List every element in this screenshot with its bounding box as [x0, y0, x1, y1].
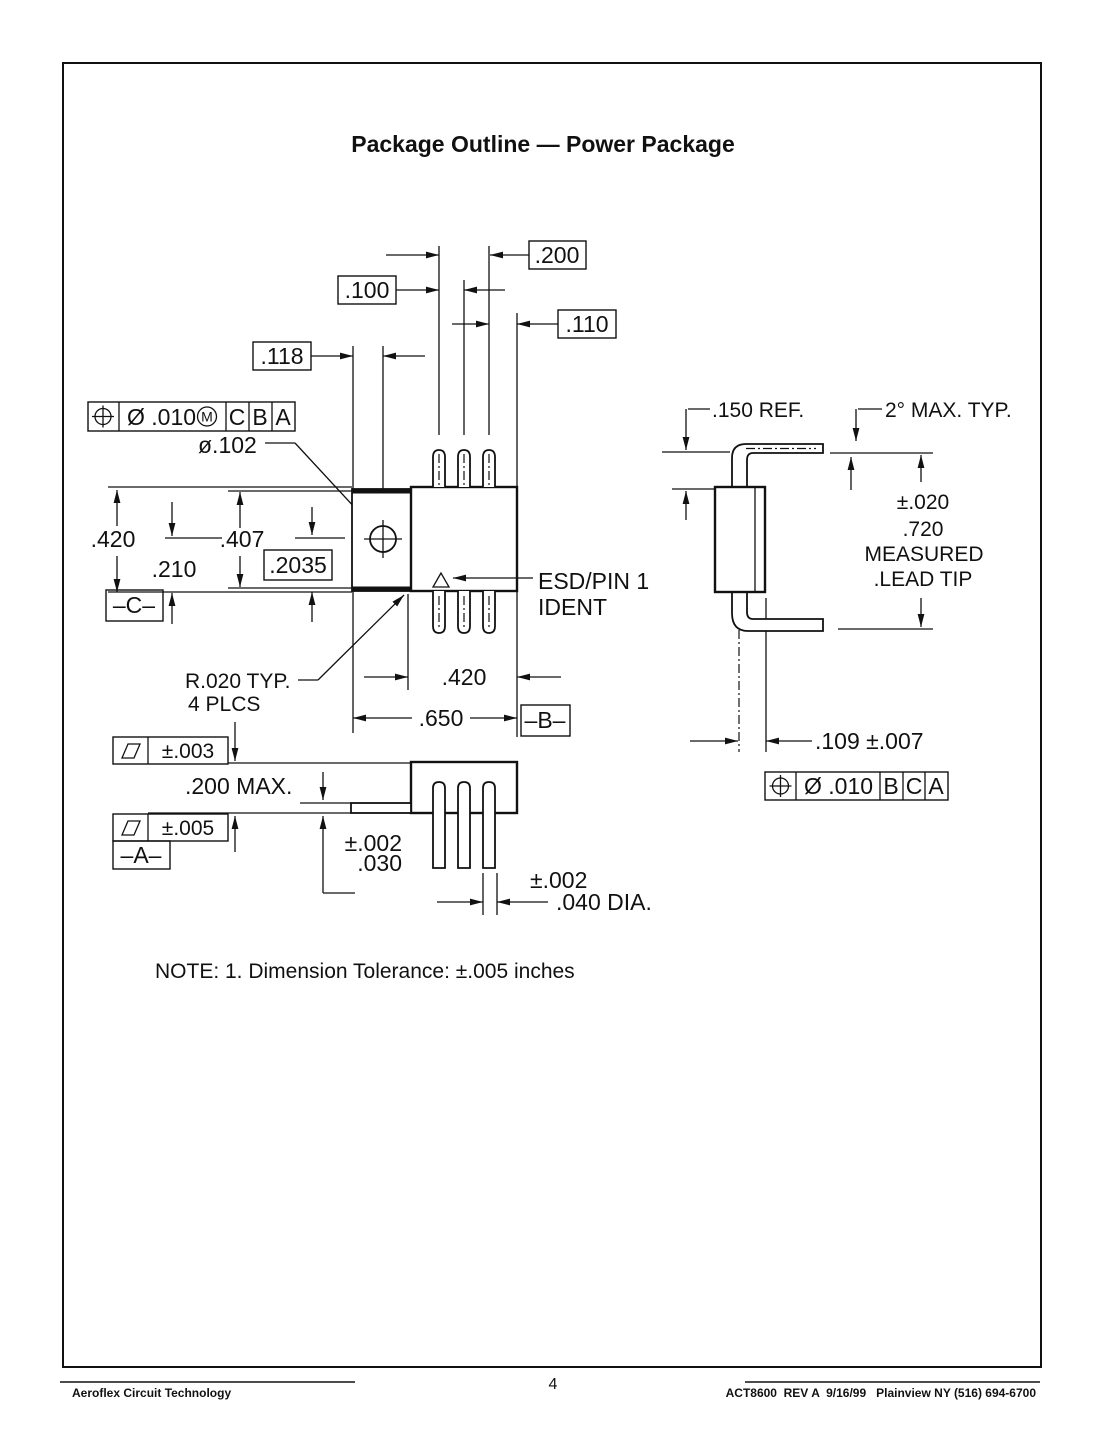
- package-body-profile: [713, 485, 767, 594]
- dim-thickness: .200 MAX.: [185, 773, 292, 799]
- dim-hole-to-base: .210: [152, 556, 197, 582]
- svg-text:±.003: ±.003: [162, 740, 214, 763]
- fcf-side-datum-3: A: [928, 773, 944, 799]
- dim-pin-dia: .040 DIA.: [556, 889, 652, 915]
- flatness-frame-top: ±.003: [112, 736, 229, 765]
- flatness-icon: [121, 743, 141, 759]
- page-border: [62, 62, 1042, 1368]
- dim-pin-to-edge: .110: [565, 311, 608, 337]
- position-symbol-icon: [92, 405, 114, 428]
- datum-a: –A–: [112, 840, 171, 870]
- svg-text:–A–: –A–: [121, 842, 162, 868]
- dim-tip-len: .720: [903, 518, 944, 541]
- radius-note-line1: R.020 TYP.: [185, 670, 290, 693]
- fcf-datum-3: A: [275, 404, 291, 430]
- dim-tab-height: .407: [220, 526, 265, 552]
- svg-text:–C–: –C–: [113, 592, 155, 618]
- mmc-modifier-icon: M: [196, 406, 218, 427]
- dim-pin-span: .200: [535, 242, 580, 268]
- dim-tab-tol: ±.002: [345, 830, 402, 856]
- datum-b: –B–: [520, 704, 571, 737]
- bottom-lead: [731, 591, 824, 632]
- dim-standoff: .150 REF.: [712, 399, 804, 422]
- esd-note-line2: IDENT: [538, 594, 607, 620]
- datum-c: –C–: [105, 589, 164, 622]
- dim-tip-tol: ±.020: [897, 491, 949, 514]
- dim-pin-tol: ±.002: [530, 867, 587, 893]
- dim-hole-dia: ø.102: [198, 432, 257, 458]
- fcf-datum-2: B: [252, 404, 267, 430]
- fcf-side-datum-2: C: [906, 773, 923, 799]
- dim-height: .420: [91, 526, 136, 552]
- radius-note-line2: 4 PLCS: [188, 693, 260, 716]
- flatness-frame-seating: ±.005: [112, 813, 229, 842]
- page-title: Package Outline — Power Package: [351, 131, 735, 157]
- position-tolerance-frame-top: Ø .010 M C B A: [87, 401, 296, 432]
- dim-tab-thk: .030: [357, 850, 402, 876]
- pin1-ident-triangle: [431, 571, 451, 588]
- dim-measured: MEASURED: [864, 543, 983, 566]
- dim-hole-to-base-boxed: .2035: [269, 552, 327, 578]
- front-view: .200 .100 .110 .118 Ø .010 M C B A ø.102: [87, 240, 649, 737]
- page-footer: 4 Aeroflex Circuit Technology ACT8600 RE…: [60, 1376, 1040, 1400]
- position-symbol-icon: [769, 775, 792, 797]
- tolerance-note: NOTE: 1. Dimension Tolerance: ±.005 inch…: [155, 960, 575, 983]
- top-lead: [731, 443, 824, 488]
- mounting-hole: [364, 520, 402, 558]
- dim-lead-angle: 2° MAX. TYP.: [885, 399, 1012, 422]
- package-body: [409, 485, 519, 593]
- fcf-datum-1: C: [229, 404, 246, 430]
- position-tolerance-frame-side: Ø .010 B C A: [764, 771, 949, 801]
- dim-tab-to-hole: .118: [260, 343, 303, 369]
- side-view: .150 REF. 2° MAX. TYP. ±.020 .720 MEASUR…: [662, 399, 1012, 801]
- svg-text:±.005: ±.005: [162, 817, 214, 840]
- footer-company: Aeroflex Circuit Technology: [72, 1386, 231, 1400]
- svg-text:–B–: –B–: [525, 707, 566, 733]
- seating-pins: [432, 781, 496, 869]
- fcf-tolerance: Ø .010: [127, 404, 196, 430]
- seating-view: .200 MAX. ±.003 ±.005 –A– ±.002 .030 ±: [112, 722, 652, 915]
- flatness-icon: [121, 820, 141, 836]
- page-number: 4: [549, 1376, 558, 1393]
- dim-pin-pitch: .100: [345, 277, 390, 303]
- fcf-side-tolerance: Ø .010: [804, 773, 873, 799]
- footer-doc-info: ACT8600 REV A 9/16/99 Plainview NY (516)…: [726, 1386, 1037, 1400]
- dim-overall-width: .650: [419, 705, 464, 731]
- tab-strip: [350, 802, 412, 814]
- bottom-pins: [432, 591, 496, 634]
- dim-lead-offset: .109 ±.007: [815, 728, 924, 754]
- top-pins: [432, 449, 496, 487]
- dim-lead-tip: .LEAD TIP: [874, 568, 973, 591]
- svg-text:M: M: [201, 409, 213, 425]
- dim-body-width: .420: [442, 664, 487, 690]
- fcf-side-datum-1: B: [883, 773, 898, 799]
- esd-note-line1: ESD/PIN 1: [538, 568, 649, 594]
